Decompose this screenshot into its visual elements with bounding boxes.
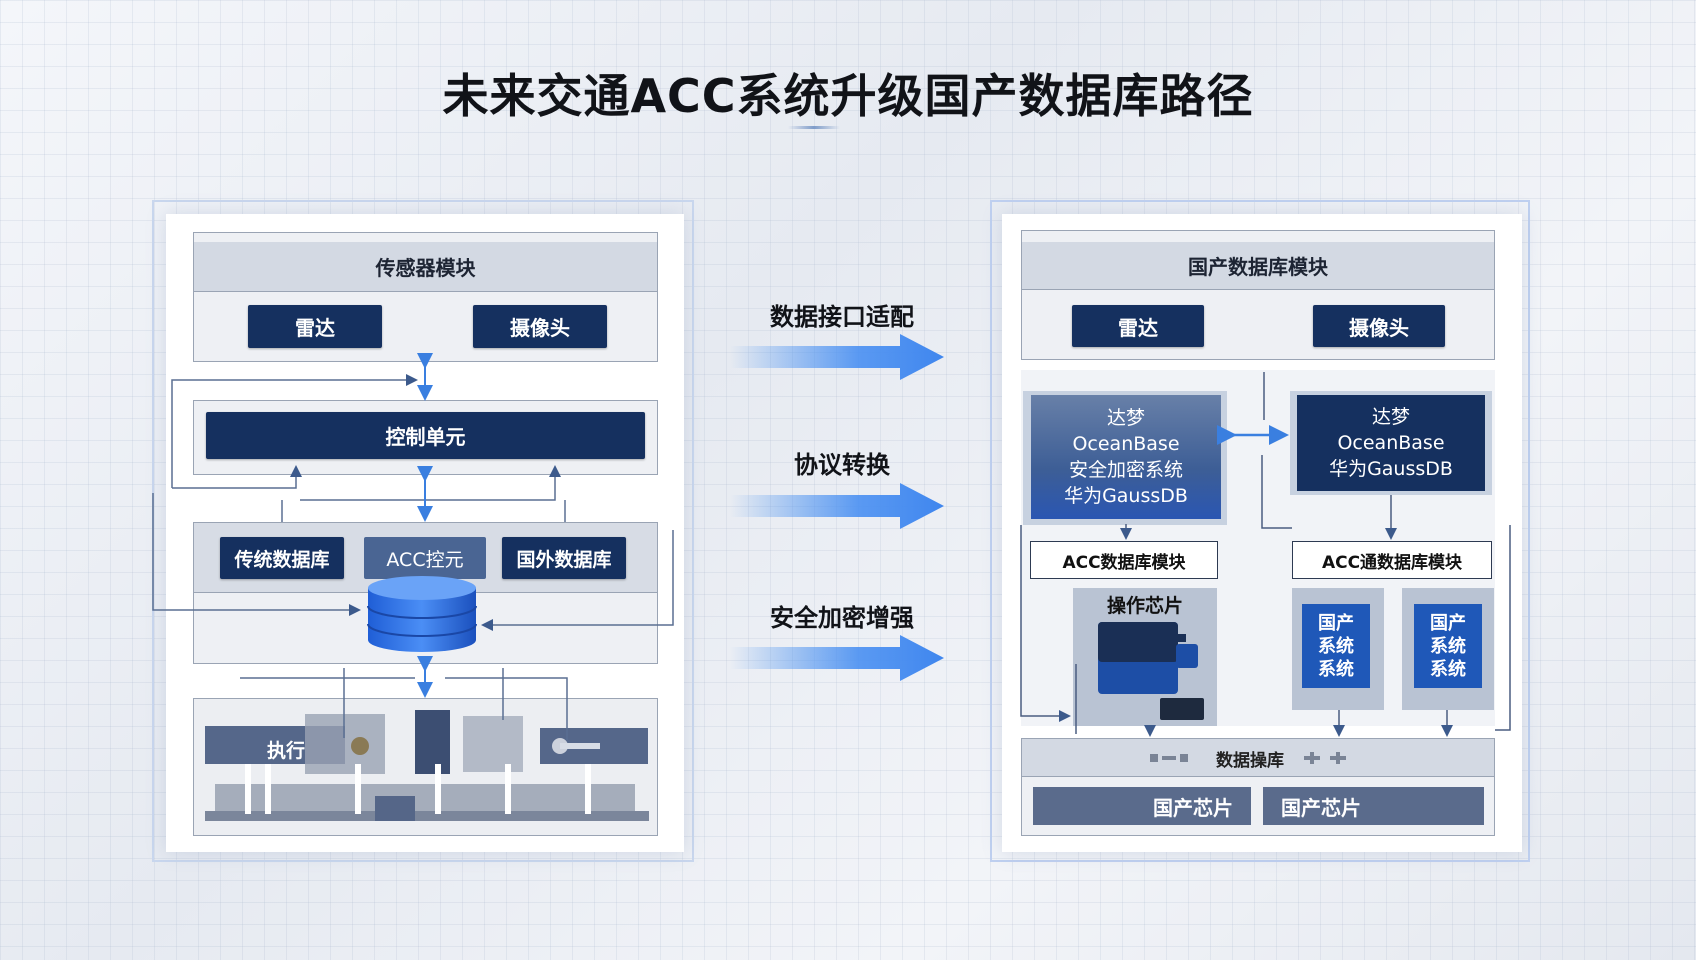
arrow-right-icon bbox=[730, 635, 944, 681]
database-cylinder-icon bbox=[367, 576, 477, 652]
bottom-bar-label: 数据操库 bbox=[1216, 750, 1284, 771]
db-card-left[interactable]: 达梦 OceanBase 安全加密系统 华为GaussDB bbox=[1031, 395, 1221, 519]
chip-a-line-1: 国产 bbox=[1318, 612, 1354, 634]
db-card-right-line-3: 华为GaussDB bbox=[1329, 458, 1453, 480]
db-card-right[interactable]: 达梦 OceanBase 华为GaussDB bbox=[1297, 395, 1485, 491]
traditional-db-button[interactable]: 传统数据库 bbox=[220, 537, 344, 579]
chip-b-line-1: 国产 bbox=[1430, 612, 1466, 634]
db-card-right-line-1: 达梦 bbox=[1371, 406, 1410, 428]
db-card-left-line-4: 华为GaussDB bbox=[1064, 485, 1188, 507]
bottom-bar-dots-icon bbox=[1150, 752, 1346, 764]
right-radar-button[interactable]: 雷达 bbox=[1072, 305, 1204, 347]
actuator-machinery-icon bbox=[205, 710, 649, 821]
bottom-bar-header bbox=[1022, 739, 1494, 777]
control-unit-button[interactable]: 控制单元 bbox=[206, 412, 645, 459]
domestic-chip-button-2[interactable]: 国产芯片 bbox=[1263, 787, 1484, 825]
title-underline bbox=[788, 126, 840, 129]
left-radar-button[interactable]: 雷达 bbox=[248, 305, 382, 348]
db-card-left-line-1: 达梦 bbox=[1106, 407, 1145, 429]
db-card-right-line-2: OceanBase bbox=[1337, 432, 1445, 454]
step-label-interface-adapt: 数据接口适配 bbox=[770, 303, 914, 331]
right-panel-frame bbox=[990, 200, 1530, 862]
chip-a-line-3: 系统 bbox=[1318, 658, 1354, 680]
acc-db-module-left[interactable]: ACC数据库模块 bbox=[1030, 541, 1218, 579]
step-label-security-encrypt: 安全加密增强 bbox=[770, 604, 914, 632]
step-label-protocol-convert: 协议转换 bbox=[794, 451, 890, 479]
acc-db-module-right[interactable]: ACC通数据库模块 bbox=[1292, 541, 1492, 579]
chip-a-line-2: 系统 bbox=[1318, 635, 1354, 657]
op-chip-label: 操作芯片 bbox=[1106, 594, 1183, 617]
domestic-db-module-header: 国产数据库模块 bbox=[1022, 242, 1494, 290]
sensor-module-header: 传感器模块 bbox=[194, 242, 657, 292]
actuator-label: 执行 bbox=[266, 739, 305, 762]
left-camera-button[interactable]: 摄像头 bbox=[473, 305, 607, 348]
chip-b-line-3: 系统 bbox=[1430, 658, 1466, 680]
arrow-right-icon bbox=[730, 483, 944, 529]
right-camera-button[interactable]: 摄像头 bbox=[1313, 305, 1445, 347]
chip-b-line-2: 系统 bbox=[1430, 635, 1466, 657]
chip-b[interactable]: 国产 系统 系统 bbox=[1414, 604, 1482, 688]
arrow-right-icon bbox=[730, 334, 944, 380]
chip-icon bbox=[1098, 622, 1204, 720]
db-card-left-line-3: 安全加密系统 bbox=[1068, 459, 1183, 481]
db-card-left-line-2: OceanBase bbox=[1072, 433, 1180, 455]
foreign-db-button[interactable]: 国外数据库 bbox=[502, 537, 626, 579]
acc-control-button[interactable]: ACC控元 bbox=[364, 537, 486, 579]
page-title: 未来交通ACC系统升级国产数据库路径 bbox=[442, 69, 1254, 123]
domestic-chip-button-1[interactable]: 国产芯片 bbox=[1033, 787, 1251, 825]
chip-a[interactable]: 国产 系统 系统 bbox=[1302, 604, 1370, 688]
